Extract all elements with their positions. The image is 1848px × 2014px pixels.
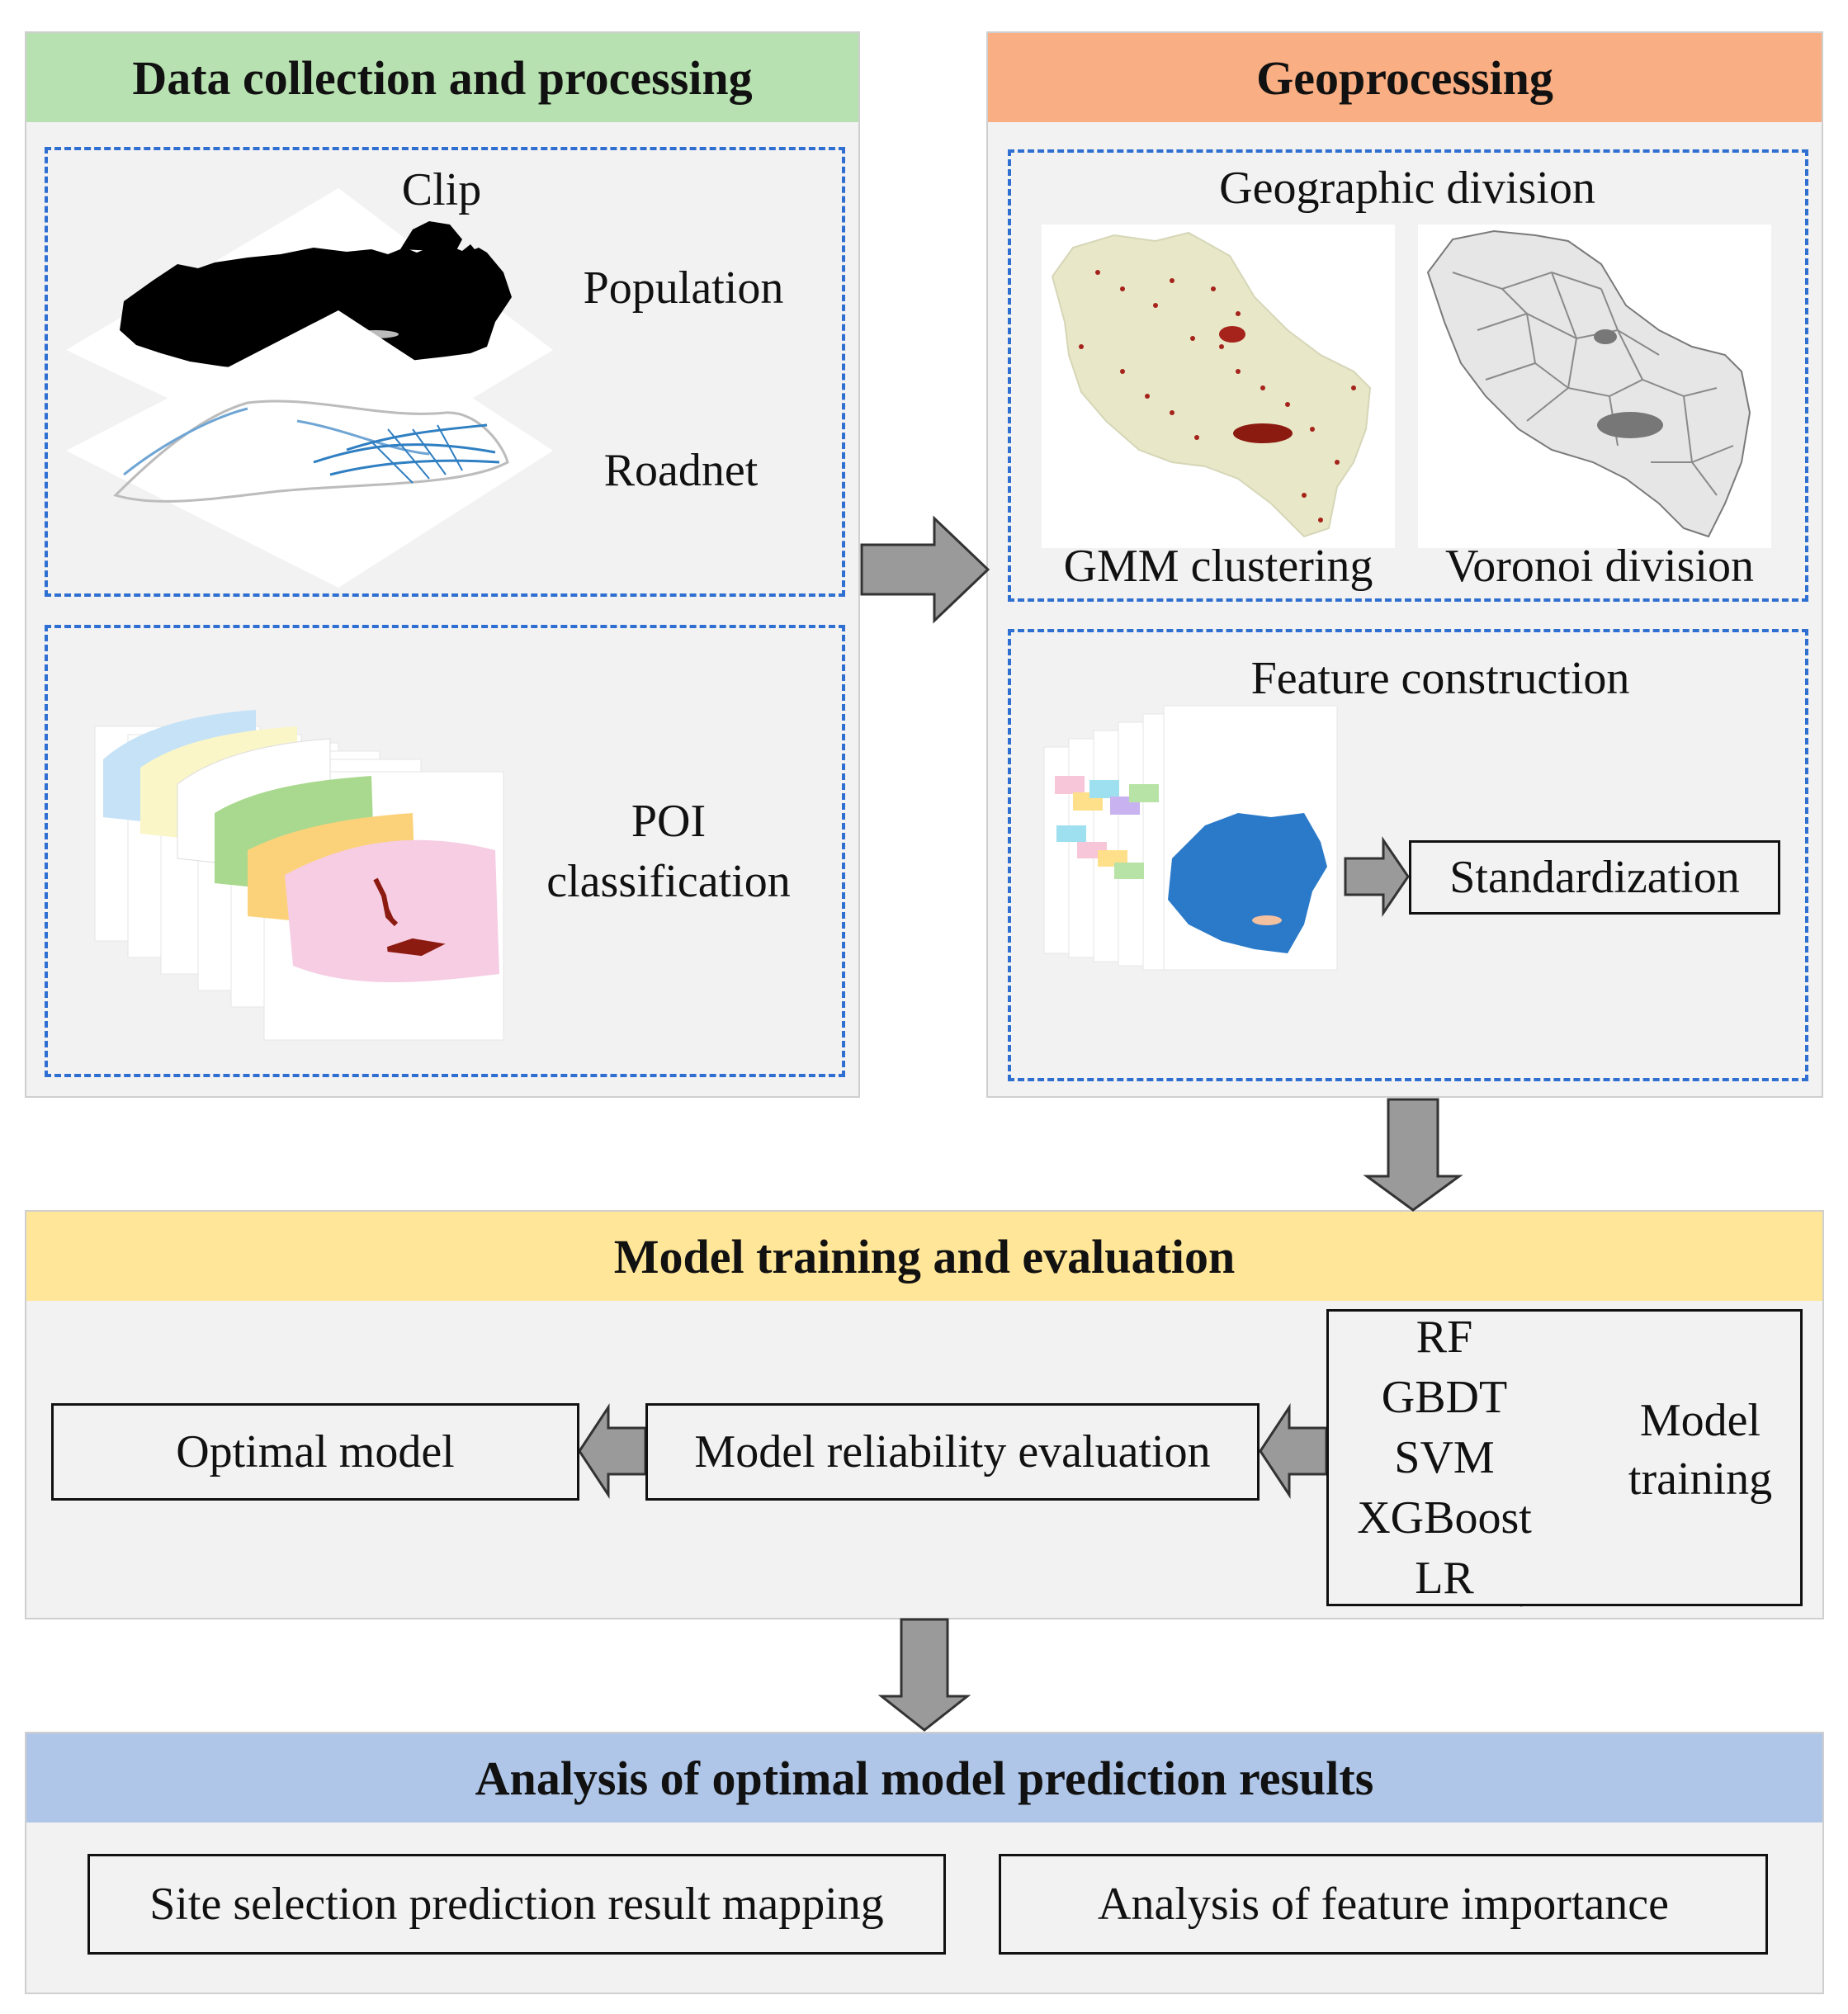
poi-layers-icon xyxy=(94,710,504,1041)
model-training-line1: Model xyxy=(1639,1395,1761,1446)
importance-box: Analysis of feature importance xyxy=(999,1854,1768,1955)
geo-division-label: Geographic division xyxy=(1219,163,1595,214)
analysis-title: Analysis of optimal model prediction res… xyxy=(475,1751,1374,1805)
poi-label-line1: POI xyxy=(631,796,707,847)
data-collection-title: Data collection and processing xyxy=(132,50,753,105)
model-svm: SVM xyxy=(1394,1432,1495,1483)
clip-label: Clip xyxy=(401,164,482,215)
arrow-down-to-analysis xyxy=(877,1618,971,1732)
model-xgboost: XGBoost xyxy=(1357,1492,1532,1544)
optimal-model-box: Optimal model xyxy=(51,1403,579,1501)
arrow-right-to-standardization xyxy=(1344,836,1410,917)
geoprocessing-header: Geoprocessing xyxy=(988,33,1822,122)
feature-stack-icon xyxy=(1043,705,1338,971)
roadnet-label: Roadnet xyxy=(603,445,759,496)
models-box xyxy=(1326,1309,1803,1606)
feature-label: Feature construction xyxy=(1250,653,1630,704)
feature-group xyxy=(1008,629,1808,1081)
analysis-header: Analysis of optimal model prediction res… xyxy=(26,1733,1822,1823)
geo-division-group xyxy=(1008,149,1808,602)
arrow-down-to-model xyxy=(1363,1098,1463,1212)
gmm-label: GMM clustering xyxy=(1063,541,1373,592)
arrow-left-to-optimal xyxy=(578,1403,647,1499)
poi-group xyxy=(45,625,845,1077)
roadnet-layer-icon xyxy=(66,310,553,588)
model-training-header: Model training and evaluation xyxy=(26,1212,1822,1301)
mapping-label: Site selection prediction result mapping xyxy=(149,1879,884,1930)
data-collection-header: Data collection and processing xyxy=(26,33,858,122)
mapping-box: Site selection prediction result mapping xyxy=(87,1854,946,1955)
model-training-title: Model training and evaluation xyxy=(613,1229,1236,1284)
optimal-model-label: Optimal model xyxy=(176,1426,455,1477)
standardization-label: Standardization xyxy=(1449,852,1740,903)
reliability-box: Model reliability evaluation xyxy=(645,1403,1260,1501)
importance-label: Analysis of feature importance xyxy=(1098,1879,1669,1930)
model-lr: LR xyxy=(1415,1553,1474,1604)
clip-group xyxy=(45,147,845,597)
model-rf: RF xyxy=(1416,1312,1473,1363)
geoprocessing-title: Geoprocessing xyxy=(1256,50,1553,105)
voronoi-map-icon xyxy=(1418,225,1771,548)
voronoi-label: Voronoi division xyxy=(1445,541,1754,592)
standardization-box: Standardization xyxy=(1409,840,1780,915)
arrow-left-to-reliability xyxy=(1259,1403,1328,1499)
population-label: Population xyxy=(583,262,784,314)
model-training-line2: training xyxy=(1628,1454,1773,1505)
arrow-right-to-geoprocessing xyxy=(860,515,990,624)
reliability-label: Model reliability evaluation xyxy=(694,1426,1211,1477)
model-gbdt: GBDT xyxy=(1381,1372,1508,1423)
poi-label-line2: classification xyxy=(546,856,791,907)
gmm-map-icon xyxy=(1042,225,1395,548)
